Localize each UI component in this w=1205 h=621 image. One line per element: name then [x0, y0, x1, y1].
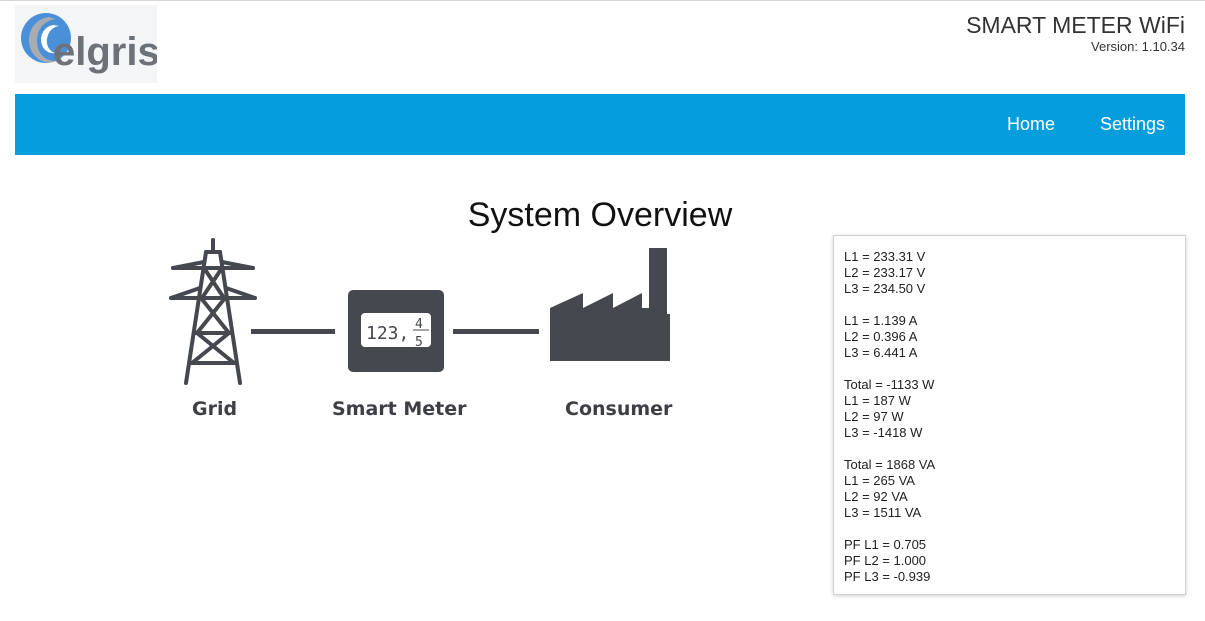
power-factor-l3: PF L3 = -0.939 — [844, 569, 931, 584]
power-l3: L3 = -1418 W — [844, 425, 923, 440]
logo-graphic: elgris — [15, 5, 160, 83]
meter-digit-bottom: 5 — [415, 335, 423, 350]
app-title: SMART METER WiFi — [966, 12, 1185, 38]
current-l3: L3 = 6.441 A — [844, 345, 918, 360]
nav-home-link[interactable]: Home — [1006, 114, 1055, 134]
top-border — [0, 0, 1205, 1]
voltage-l2: L2 = 233.17 V — [844, 265, 926, 280]
elgris-logo[interactable]: elgris — [15, 5, 160, 83]
apparent-power-total: Total = 1868 VA — [844, 457, 936, 472]
current-l1: L1 = 1.139 A — [844, 313, 918, 328]
current-group: L1 = 1.139 A L2 = 0.396 A L3 = 6.441 A — [844, 313, 1175, 361]
logo-text: elgris — [53, 30, 157, 74]
meter-digit-top: 4 — [415, 317, 423, 332]
power-factor-group: PF L1 = 0.705 PF L2 = 1.000 PF L3 = -0.9… — [844, 537, 1175, 585]
nav-settings-link[interactable]: Settings — [1099, 114, 1165, 134]
app-version: Version: 1.10.34 — [1091, 39, 1185, 54]
smart-meter-label: Smart Meter — [332, 398, 467, 420]
current-l2: L2 = 0.396 A — [844, 329, 918, 344]
grid-connector-line — [251, 329, 335, 334]
voltage-l1: L1 = 233.31 V — [844, 249, 926, 264]
power-tower-icon — [169, 238, 257, 385]
power-factor-l1: PF L1 = 0.705 — [844, 537, 927, 552]
grid-label: Grid — [192, 398, 238, 420]
consumer-label: Consumer — [565, 398, 673, 420]
power-l1: L1 = 187 W — [844, 393, 911, 408]
power-group: Total = -1133 W L1 = 187 W L2 = 97 W L3 … — [844, 377, 1175, 441]
consumer-connector-line — [453, 329, 539, 334]
apparent-power-l3: L3 = 1511 VA — [844, 505, 922, 520]
apparent-power-l1: L1 = 265 VA — [844, 473, 915, 488]
voltage-l3: L3 = 234.50 V — [844, 281, 926, 296]
meter-display-text: 123, — [366, 323, 409, 344]
smart-meter-icon: 123, 4 5 — [348, 290, 444, 372]
power-factor-l2: PF L2 = 1.000 — [844, 553, 927, 568]
navbar: Home Settings — [15, 94, 1185, 155]
factory-icon — [550, 248, 670, 361]
power-total: Total = -1133 W — [844, 377, 935, 392]
readings-panel: L1 = 233.31 V L2 = 233.17 V L3 = 234.50 … — [833, 235, 1186, 595]
power-l2: L2 = 97 W — [844, 409, 904, 424]
apparent-power-l2: L2 = 92 VA — [844, 489, 908, 504]
system-diagram: Grid 123, 4 5 Smart Meter Consumer — [160, 236, 690, 436]
apparent-power-group: Total = 1868 VA L1 = 265 VA L2 = 92 VA L… — [844, 457, 1175, 521]
page-title: System Overview — [467, 196, 733, 234]
voltage-group: L1 = 233.31 V L2 = 233.17 V L3 = 234.50 … — [844, 249, 1175, 297]
